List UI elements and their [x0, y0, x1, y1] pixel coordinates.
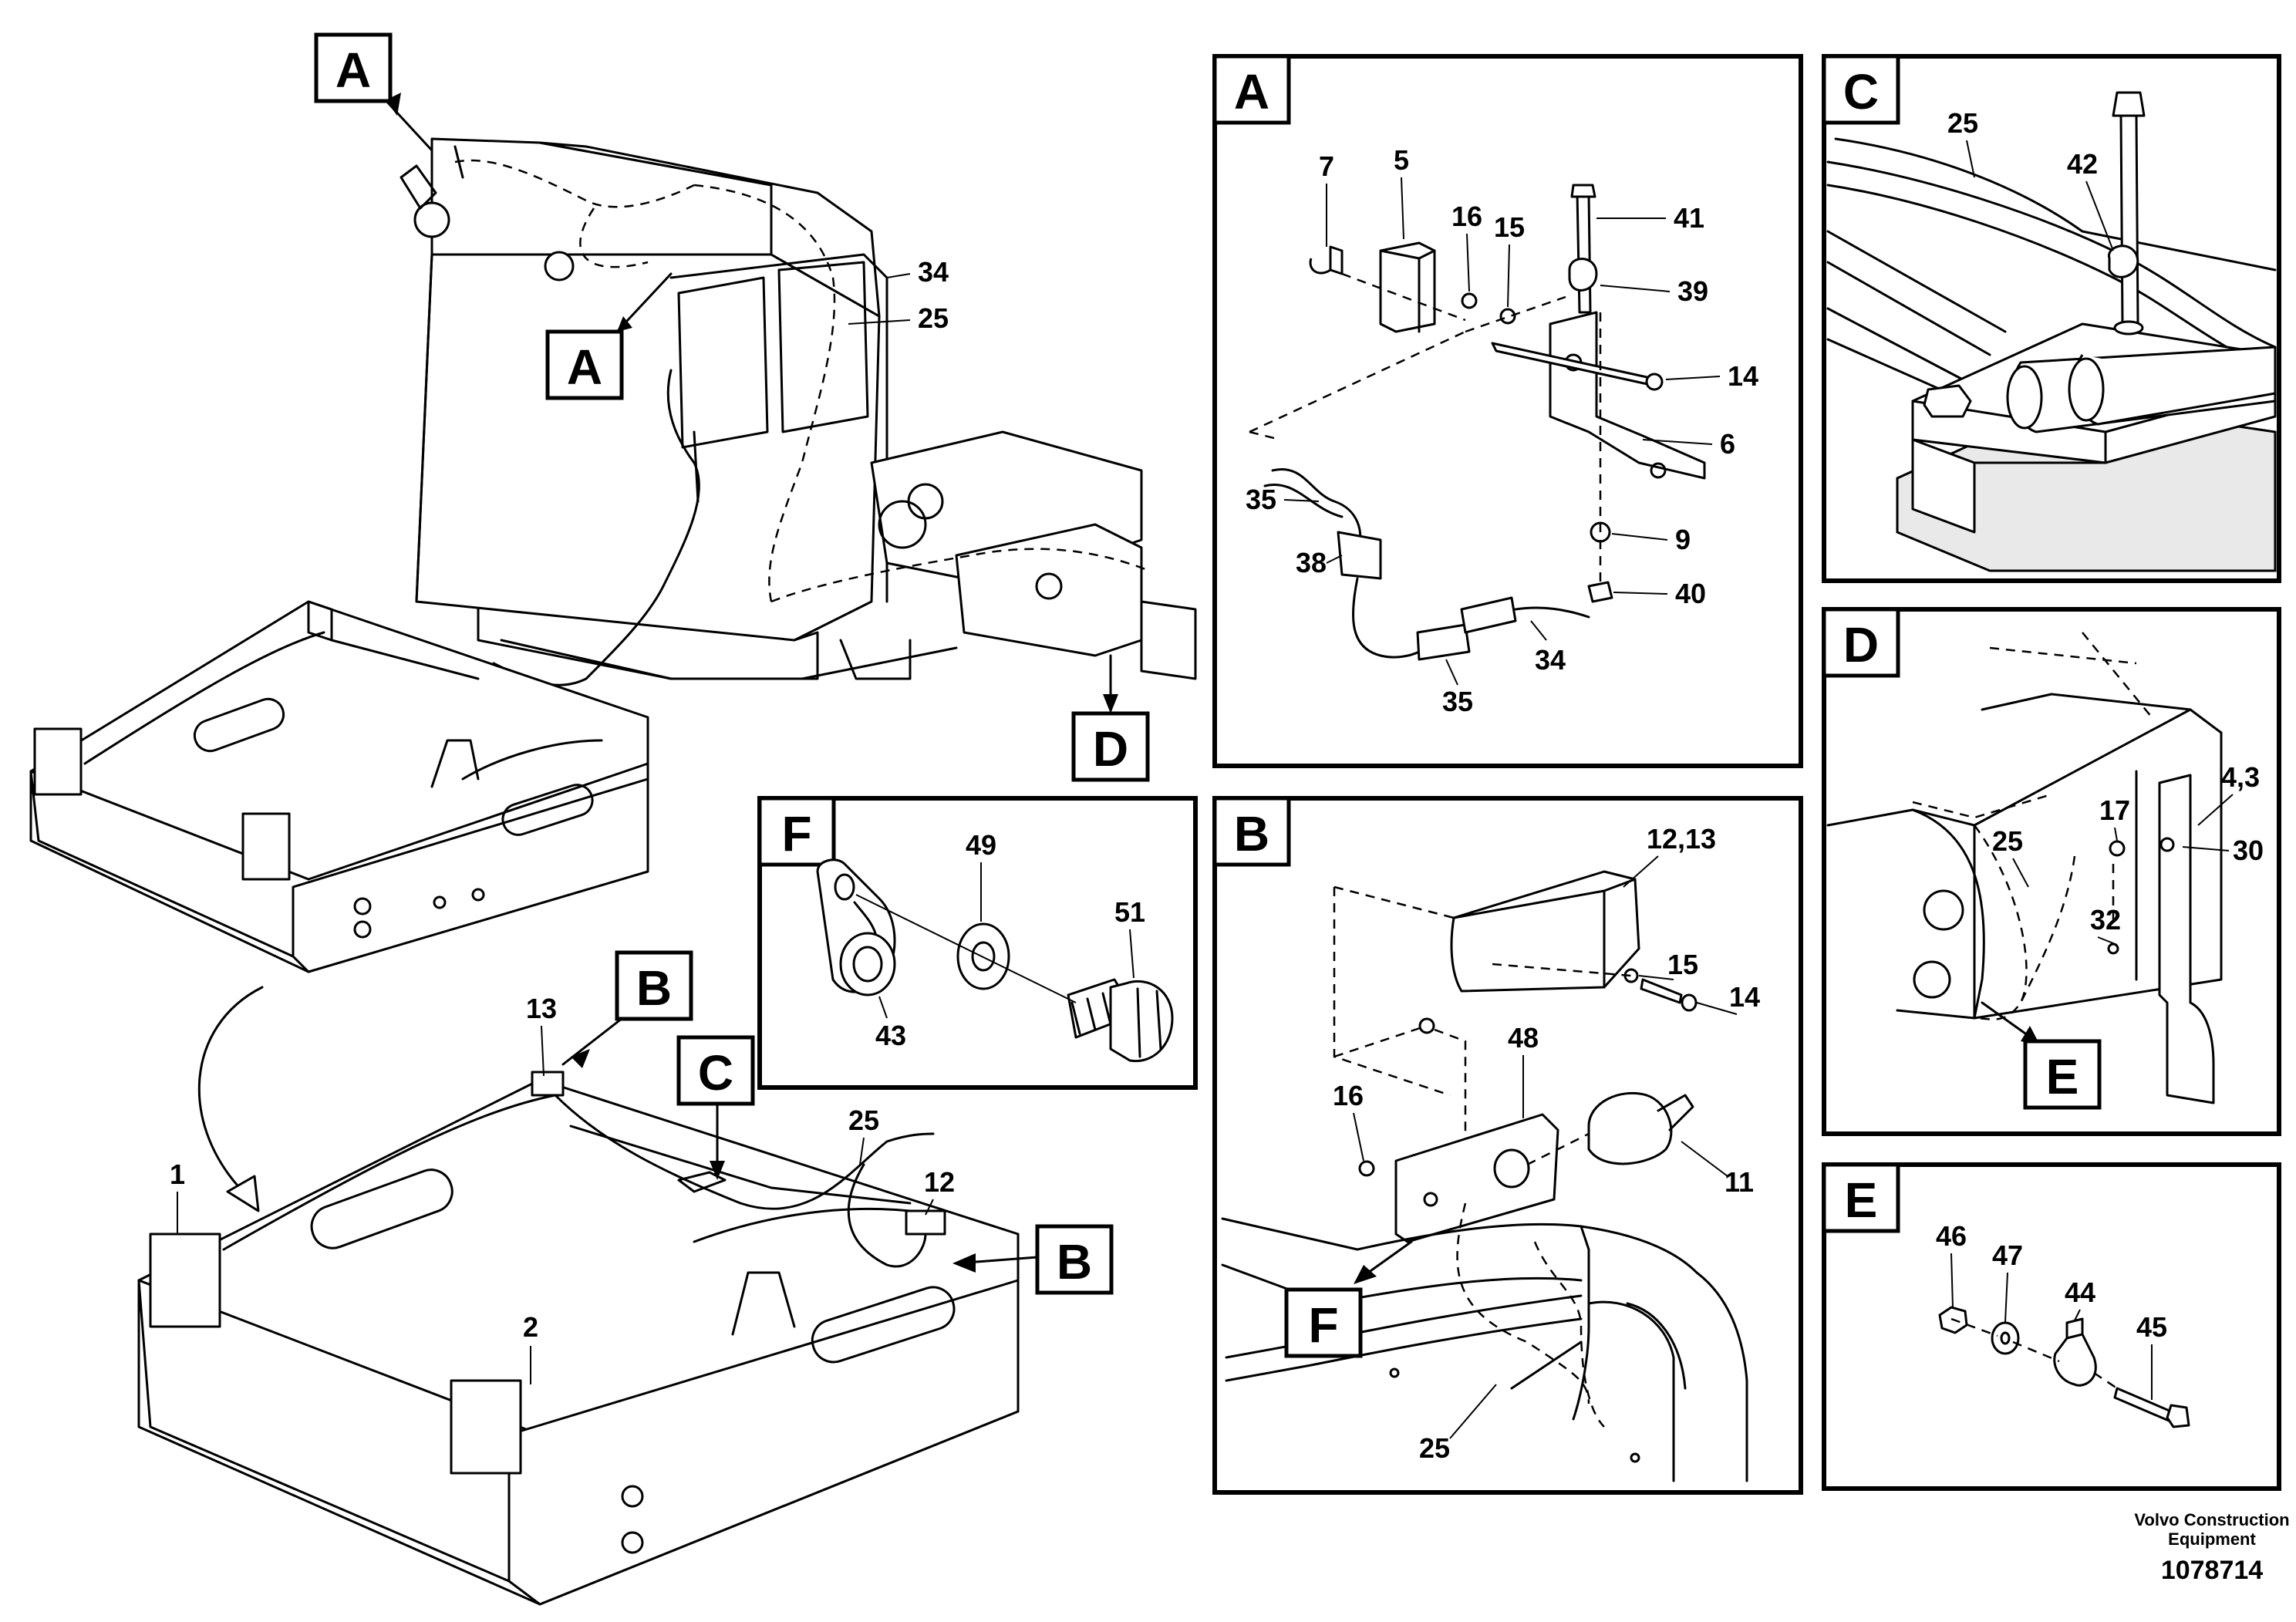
main-frame — [29, 600, 649, 973]
view-b-part-15: 15 — [1667, 949, 1698, 980]
view-d-label: D — [1843, 617, 1879, 673]
view-b-part-48: 48 — [1508, 1022, 1539, 1054]
view-a-part-41: 41 — [1674, 202, 1704, 234]
view-a-part-5: 5 — [1394, 144, 1409, 176]
callout-e: E — [1981, 1001, 2102, 1110]
callout-b-left-label: B — [636, 960, 672, 1016]
view-b: B 12,13 15 14 48 — [1212, 796, 1803, 1495]
view-b-label: B — [1234, 806, 1269, 862]
view-a-part-35-upper: 35 — [1246, 484, 1276, 515]
frame-part-1: 1 — [170, 1158, 185, 1190]
lower-frame: B C B 13 1 25 12 2 — [137, 950, 1114, 1606]
view-b-part-12-13: 12,13 — [1647, 823, 1716, 855]
view-b-part-16: 16 — [1333, 1080, 1364, 1111]
callout-c-label: C — [698, 1045, 733, 1101]
transition-arrow-icon — [197, 986, 264, 1212]
frame-part-25: 25 — [848, 1104, 879, 1136]
view-a-part-7: 7 — [1319, 150, 1334, 182]
view-b-part-11: 11 — [1725, 1166, 1754, 1198]
view-a-part-38: 38 — [1296, 547, 1327, 578]
view-a-label: A — [1234, 64, 1269, 120]
view-e: E 46 47 44 45 — [1822, 1162, 2281, 1491]
frame-part-2: 2 — [523, 1311, 538, 1343]
rear-module — [500, 430, 1197, 680]
view-c-label: C — [1843, 64, 1879, 120]
view-a: A 7 5 16 15 41 39 — [1212, 54, 1803, 768]
view-f: F 49 51 43 — [757, 796, 1198, 1090]
callout-f: F — [1284, 1240, 1413, 1358]
view-a-part-15: 15 — [1494, 211, 1525, 243]
callout-f-label: F — [1308, 1297, 1338, 1353]
drawing-number: 1078714 — [2161, 1556, 2263, 1585]
callout-a-top: A — [314, 32, 433, 152]
callout-c: C — [676, 1035, 755, 1180]
view-a-part-39: 39 — [1677, 275, 1708, 307]
callout-d-label: D — [1093, 721, 1128, 777]
cab-wiring — [454, 159, 1150, 603]
main-part-34: 34 — [918, 256, 949, 288]
view-f-part-43: 43 — [875, 1020, 906, 1051]
frame-part-12: 12 — [924, 1166, 955, 1198]
footer: Volvo Construction Equipment 1078714 — [2134, 1510, 2289, 1585]
callout-b-right: B — [952, 1224, 1114, 1295]
frame-part-13: 13 — [526, 993, 557, 1024]
view-c: C 25 42 — [1822, 54, 2281, 583]
view-c-part-42: 42 — [2067, 148, 2098, 180]
view-b-part-25: 25 — [1419, 1432, 1450, 1464]
view-d: D 4,3 17 25 30 32 E — [1822, 607, 2281, 1136]
company-name-line1: Volvo Construction — [2134, 1510, 2289, 1529]
view-e-label: E — [1845, 1172, 1878, 1228]
view-b-part-14: 14 — [1729, 981, 1760, 1013]
view-a-part-6: 6 — [1720, 428, 1735, 460]
callout-a-side: A — [545, 272, 673, 400]
callout-b-right-label: B — [1057, 1234, 1092, 1290]
main-assembly: A A D 34 25 — [29, 32, 1197, 1212]
view-a-part-34: 34 — [1535, 644, 1566, 676]
view-f-label: F — [781, 806, 811, 862]
view-e-part-47: 47 — [1992, 1239, 2023, 1271]
company-name-line2: Equipment — [2168, 1529, 2256, 1549]
view-a-part-16: 16 — [1451, 201, 1482, 232]
view-d-part-30: 30 — [2233, 835, 2264, 866]
callout-e-label: E — [2046, 1049, 2079, 1104]
view-a-part-35-lower: 35 — [1442, 686, 1473, 717]
view-e-part-44: 44 — [2065, 1276, 2095, 1308]
view-a-part-9: 9 — [1675, 524, 1691, 555]
cab — [400, 137, 888, 680]
callout-a-top-label: A — [335, 42, 371, 98]
view-c-part-25: 25 — [1947, 107, 1978, 139]
main-part-25: 25 — [918, 302, 949, 334]
cab-cable — [492, 369, 700, 686]
callout-d: D — [1071, 654, 1150, 782]
view-a-part-40: 40 — [1675, 578, 1706, 609]
frame-cable-25 — [554, 1094, 935, 1210]
view-d-part-4-3: 4,3 — [2221, 761, 2260, 793]
view-d-part-25: 25 — [1992, 825, 2023, 857]
view-f-part-51: 51 — [1114, 896, 1145, 928]
callout-a-side-label: A — [567, 339, 602, 395]
view-d-part-32: 32 — [2090, 904, 2121, 936]
view-e-part-45: 45 — [2136, 1311, 2167, 1343]
view-a-part-14: 14 — [1728, 360, 1758, 392]
view-f-part-49: 49 — [966, 829, 996, 861]
view-e-part-46: 46 — [1936, 1220, 1967, 1252]
view-d-part-17: 17 — [2099, 794, 2130, 826]
callout-b-left: B — [561, 950, 693, 1068]
